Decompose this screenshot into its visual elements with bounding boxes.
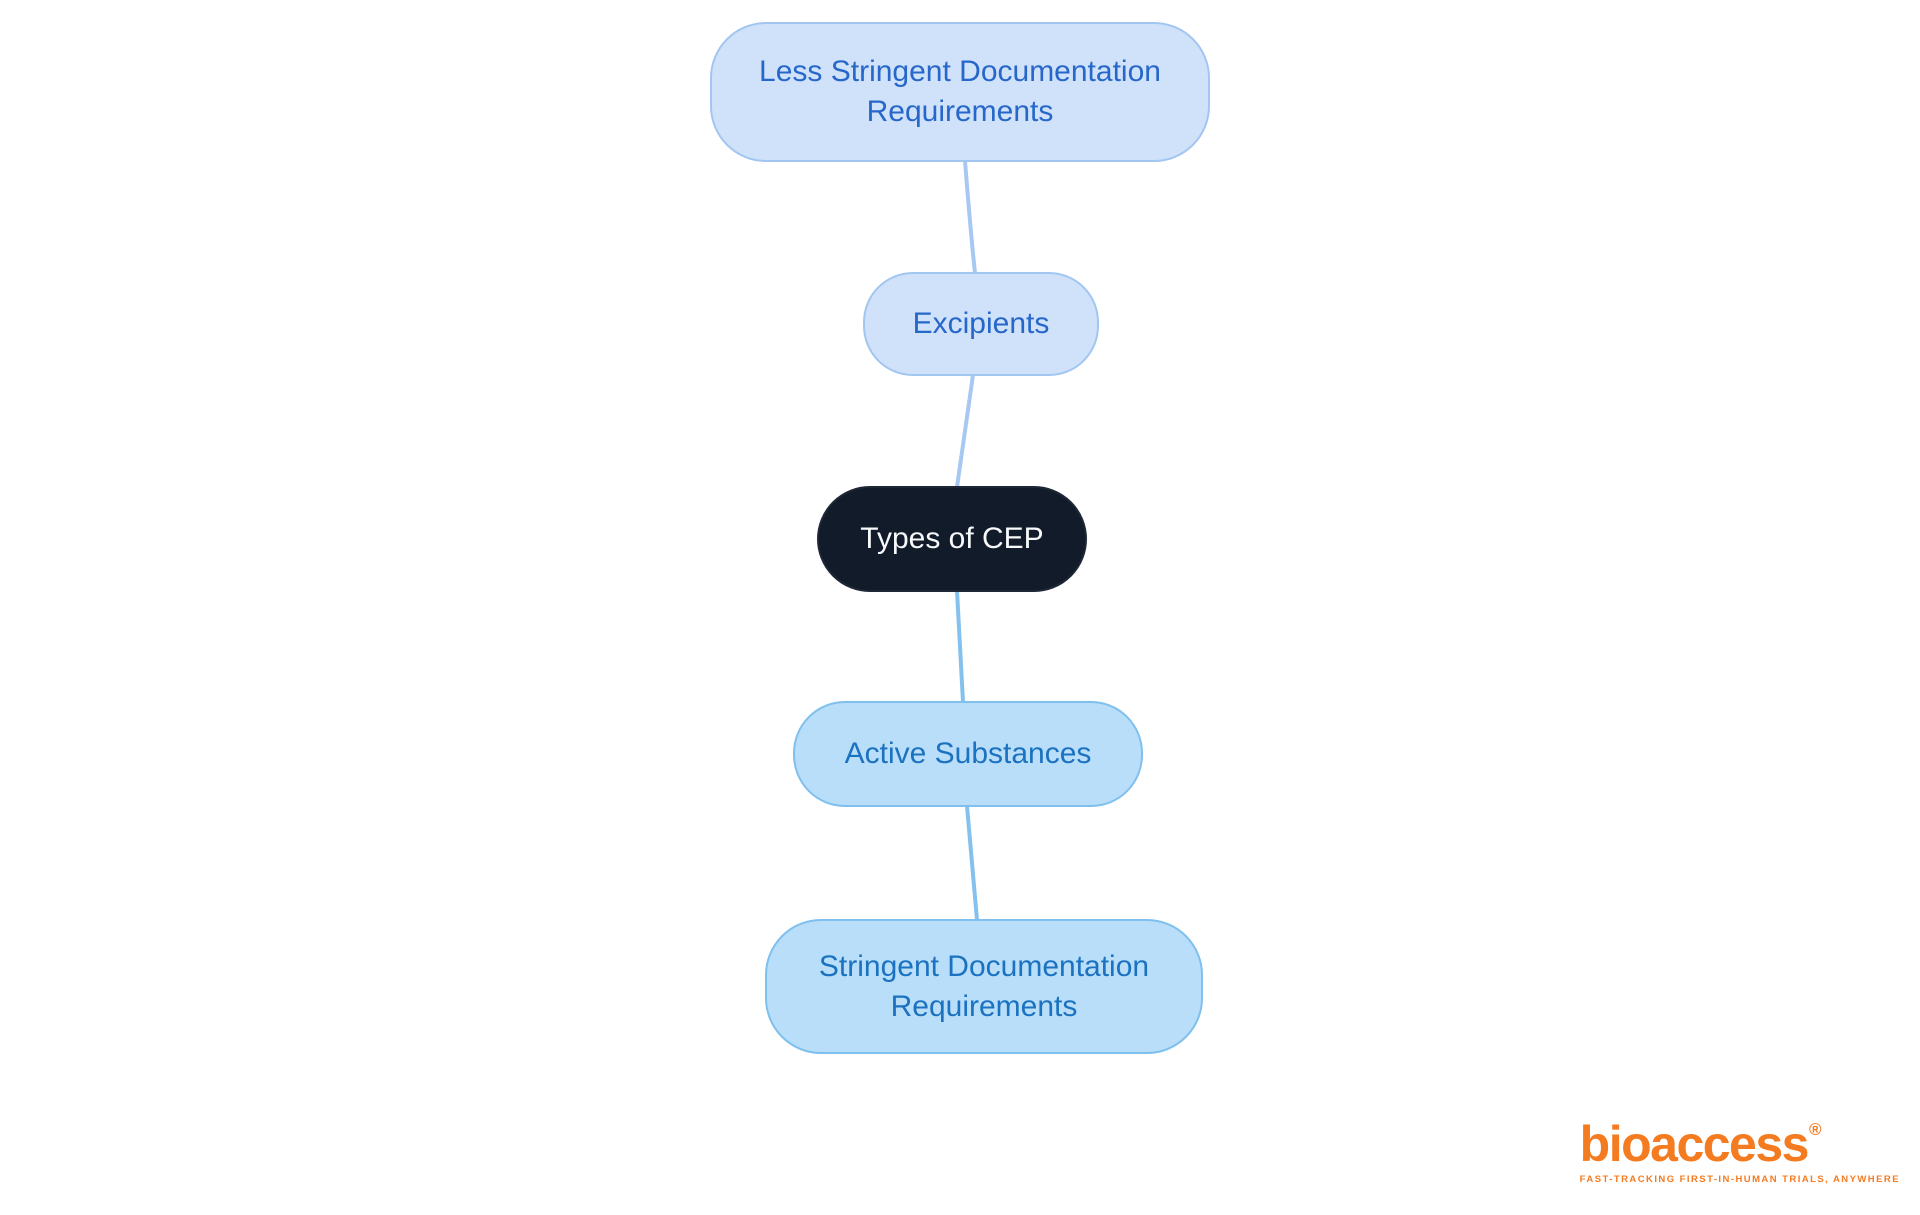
node-label: Active Substances — [844, 737, 1092, 771]
connector-center-to-active-substances — [955, 590, 965, 703]
node-label: Types of CEP — [860, 522, 1044, 556]
connector-active-substances-to-stringent — [965, 805, 979, 921]
node-less-stringent-documentation[interactable]: Less Stringent Documentation Requirement… — [710, 22, 1210, 162]
registered-trademark-icon: ® — [1808, 1120, 1822, 1139]
bioaccess-wordmark-text: bioaccess — [1579, 1116, 1810, 1172]
bioaccess-wordmark: bioaccess® — [1580, 1119, 1900, 1169]
node-label: Less Stringent Documentation Requirement… — [759, 55, 1161, 128]
node-label: Stringent Documentation Requirements — [818, 949, 1150, 1023]
node-excipients[interactable]: Excipients — [863, 272, 1099, 376]
node-active-substances[interactable]: Active Substances — [793, 701, 1143, 807]
bioaccess-logo: bioaccess® FAST-TRACKING FIRST-IN-HUMAN … — [1580, 1119, 1900, 1185]
node-stringent-documentation[interactable]: Stringent Documentation Requirements — [765, 919, 1203, 1054]
connector-excipients-to-center — [955, 374, 975, 488]
node-label: Excipients — [912, 307, 1050, 341]
connector-less-stringent-to-excipients — [963, 160, 977, 274]
node-types-of-cep-center[interactable]: Types of CEP — [817, 486, 1087, 592]
bioaccess-tagline: FAST-TRACKING FIRST-IN-HUMAN TRIALS, ANY… — [1579, 1174, 1900, 1185]
